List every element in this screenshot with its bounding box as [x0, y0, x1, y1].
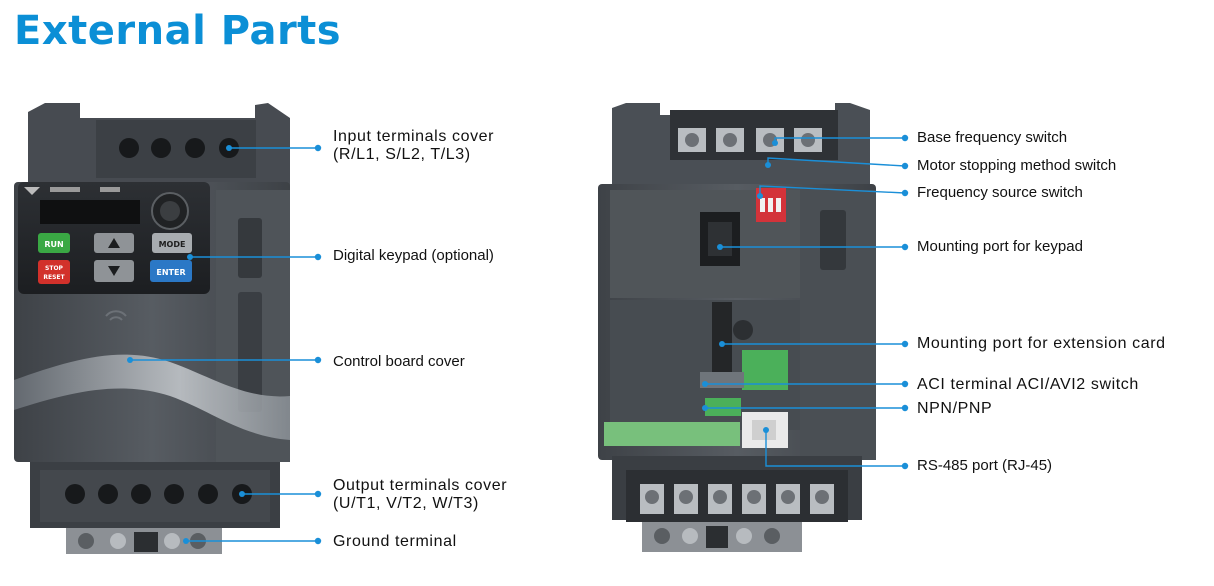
leader-dots	[127, 134, 909, 545]
reset-key-label: RESET	[43, 274, 65, 281]
label-frequency-source-switch: Frequency source switch	[917, 184, 1083, 201]
label-output-terminals-cover: Output terminals cover (U/T1, V/T2, W/T3…	[333, 477, 507, 513]
keypad-display	[40, 200, 140, 224]
mode-key	[152, 233, 192, 253]
label-ground-terminal: Ground terminal	[333, 533, 457, 550]
label-npn-pnp: NPN/PNP	[917, 400, 993, 417]
label-mounting-port-extension-card: Mounting port for extension card	[917, 335, 1166, 352]
left-drive: RUN MODE STOP RESET ENTER	[14, 103, 290, 554]
label-motor-stopping-method-switch: Motor stopping method switch	[917, 157, 1117, 174]
label-digital-keypad: Digital keypad (optional)	[333, 247, 494, 264]
label-line: Input terminals cover	[333, 128, 495, 145]
stop-key-label: STOP	[45, 265, 64, 272]
label-line: (R/L1, S/L2, T/L3)	[333, 146, 471, 163]
extension-card-port	[712, 302, 732, 372]
mode-key-label: MODE	[159, 240, 186, 249]
label-aci-terminal-switch: ACI terminal ACI/AVI2 switch	[917, 376, 1139, 393]
stop-reset-key	[38, 260, 70, 284]
down-arrow-icon	[108, 266, 120, 276]
bottom-screw-terminals	[640, 484, 834, 514]
page-title: External Parts	[14, 8, 342, 54]
output-terminal-holes	[65, 484, 252, 504]
label-mounting-port-keypad: Mounting port for keypad	[917, 238, 1083, 255]
label-line: Output terminals cover	[333, 477, 508, 494]
label-line: (U/T1, V/T2, W/T3)	[333, 495, 479, 512]
right-drive	[598, 103, 876, 552]
label-base-frequency-switch: Base frequency switch	[917, 129, 1068, 146]
control-terminal-strip	[604, 422, 740, 446]
label-control-board-cover: Control board cover	[333, 353, 465, 370]
wave-decoration	[14, 354, 290, 440]
label-input-terminals-cover: Input terminals cover (R/L1, S/L2, T/L3)	[333, 128, 494, 164]
run-key	[38, 233, 70, 253]
enter-key	[150, 260, 192, 282]
label-rs485-port: RS-485 port (RJ-45)	[917, 457, 1053, 474]
enter-key-label: ENTER	[156, 268, 185, 277]
wireless-icon	[105, 310, 127, 321]
run-key-label: RUN	[44, 240, 63, 249]
top-screw-terminals	[678, 128, 822, 152]
up-arrow-icon	[108, 238, 120, 248]
